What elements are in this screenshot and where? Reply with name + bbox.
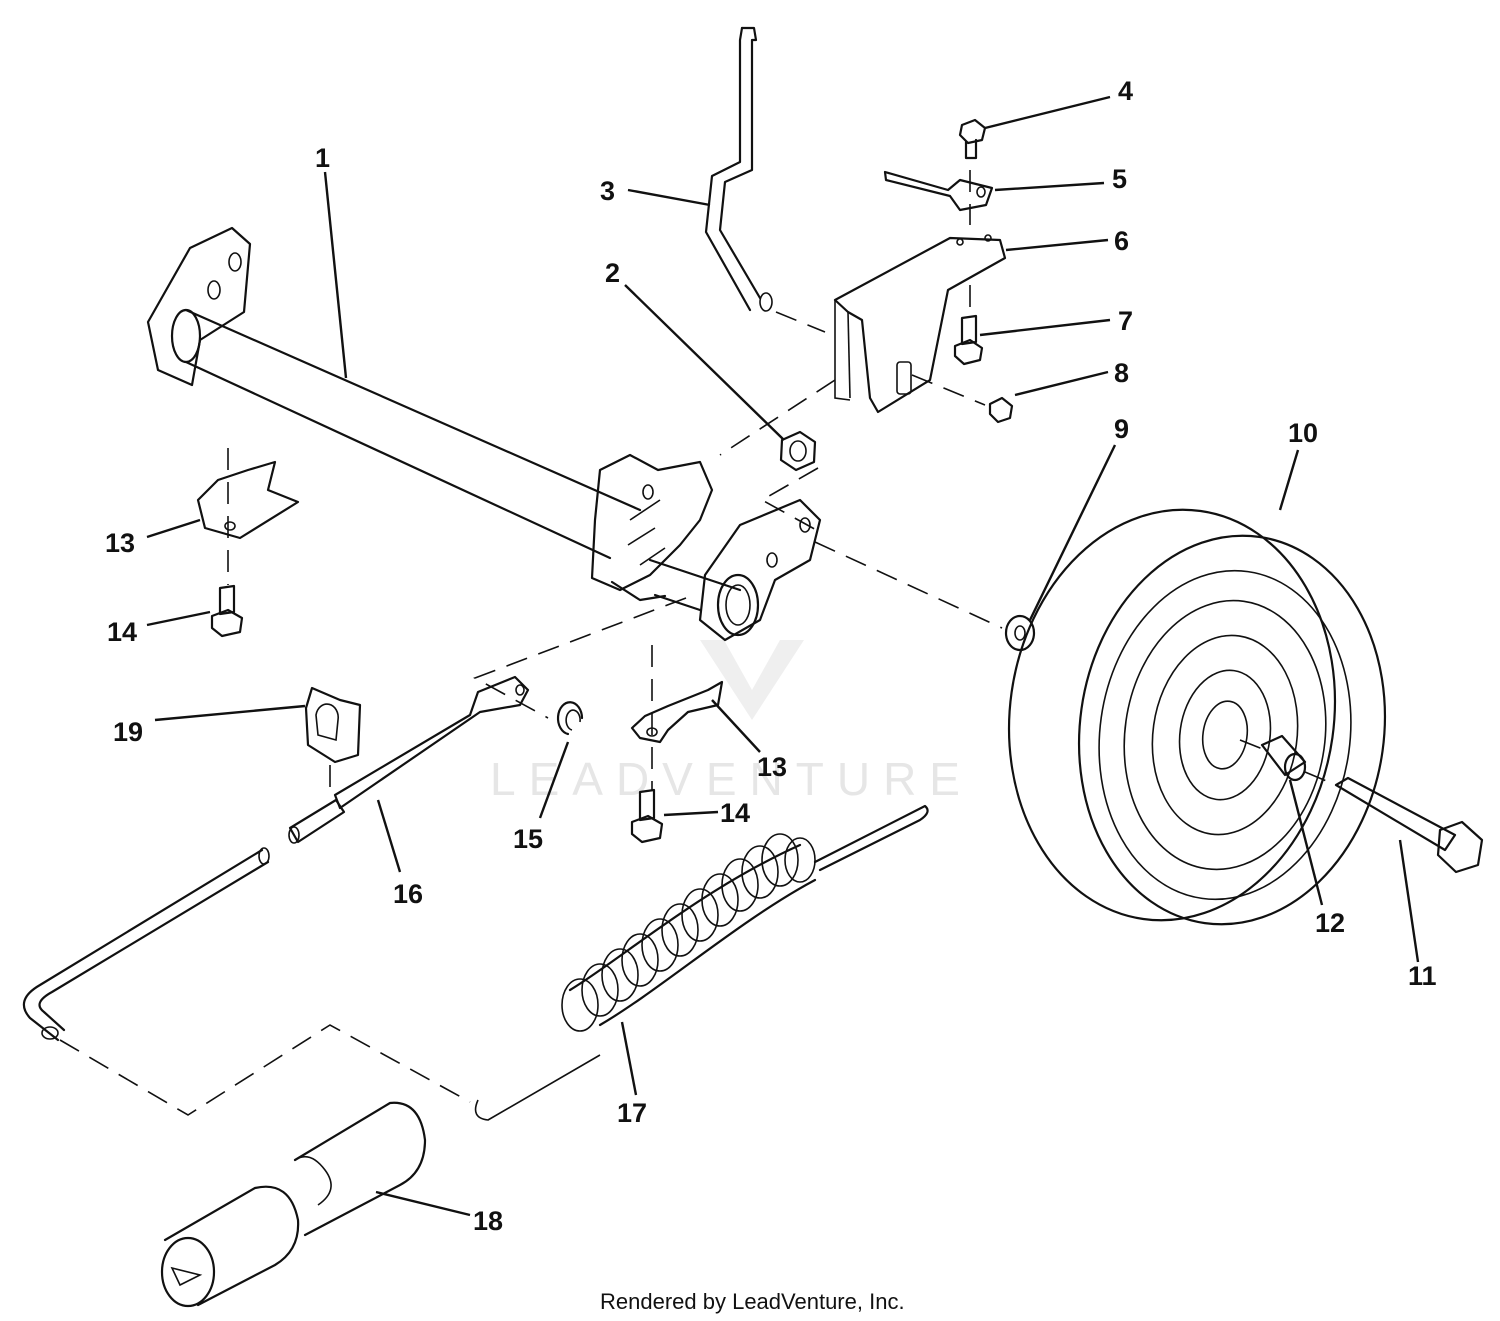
handle-grips[interactable] (160, 1101, 427, 1308)
callout-labels: 1 2 3 4 5 6 7 8 9 10 11 12 13 13 14 14 1… (105, 76, 1437, 1236)
watermark-text: LEADVENTURE (490, 753, 973, 805)
bolt-top[interactable] (958, 118, 987, 160)
rod-knob[interactable] (304, 686, 362, 764)
leadventure-watermark-logo: LEADVENTURE (490, 640, 973, 805)
callout-6: 6 (1114, 226, 1129, 256)
axle-assembly[interactable] (146, 226, 822, 642)
callout-17: 17 (617, 1098, 647, 1128)
assembly-dashed-lines (59, 170, 1337, 1121)
spacer-bushing[interactable] (1260, 734, 1307, 782)
callout-leaders (146, 95, 1420, 1217)
callout-8: 8 (1114, 358, 1129, 388)
callout-5: 5 (1112, 164, 1127, 194)
callout-10: 10 (1288, 418, 1318, 448)
shoulder-bolt[interactable] (1334, 776, 1484, 874)
mounting-bracket[interactable] (833, 234, 1007, 414)
callout-11: 11 (1408, 961, 1437, 991)
callout-1: 1 (315, 143, 330, 173)
bolt-left[interactable] (210, 584, 244, 638)
callout-7: 7 (1118, 306, 1133, 336)
handle-rod[interactable] (22, 847, 270, 1042)
washer[interactable] (1004, 614, 1036, 652)
retaining-ring[interactable] (556, 701, 584, 736)
callout-2: 2 (605, 258, 620, 288)
coil-spring[interactable] (561, 804, 929, 1032)
callout-18: 18 (473, 1206, 503, 1236)
callout-19: 19 (113, 717, 143, 747)
callout-13-right: 13 (757, 752, 787, 782)
callout-12: 12 (1315, 908, 1345, 938)
bolt-bracket[interactable] (953, 314, 984, 366)
retainer-bracket-left[interactable] (196, 460, 300, 540)
callout-14-right: 14 (720, 798, 750, 828)
callout-9: 9 (1114, 414, 1129, 444)
callout-14-left: 14 (107, 617, 137, 647)
callout-13-left: 13 (105, 528, 135, 558)
spring-clip[interactable] (883, 170, 994, 212)
bolt-right[interactable] (630, 788, 664, 844)
callout-4: 4 (1118, 76, 1133, 106)
lift-rod[interactable] (704, 26, 773, 312)
callout-16: 16 (393, 879, 423, 909)
callout-15: 15 (513, 824, 543, 854)
retainer-bracket-right[interactable] (630, 680, 724, 744)
lock-nut-bracket[interactable] (988, 396, 1014, 424)
hex-nut[interactable] (779, 430, 817, 472)
render-credit: Rendered by LeadVenture, Inc. (600, 1289, 905, 1314)
lever-rod[interactable] (288, 675, 530, 844)
callout-3: 3 (600, 176, 615, 206)
wheel[interactable] (983, 488, 1410, 944)
